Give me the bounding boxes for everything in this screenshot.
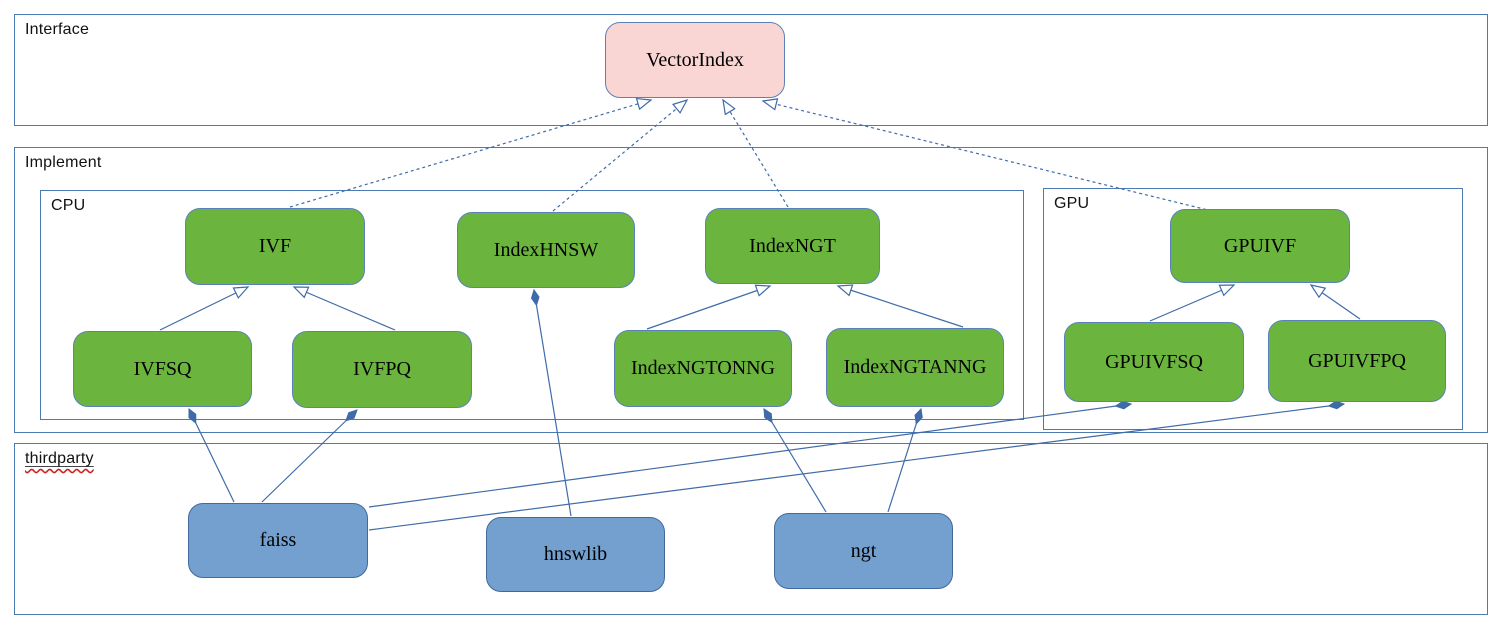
node-faiss[interactable]: faiss xyxy=(188,503,368,578)
node-indexngtonng[interactable]: IndexNGTONNG xyxy=(614,330,792,407)
node-indexngtanng-label: IndexNGTANNG xyxy=(843,356,987,378)
node-indexngt-label: IndexNGT xyxy=(749,234,836,257)
node-indexngtonng-label: IndexNGTONNG xyxy=(630,357,776,379)
node-indexhnsw[interactable]: IndexHNSW xyxy=(457,212,635,288)
spellcheck-underline: thirdparty xyxy=(25,450,94,467)
node-gpuivfpq[interactable]: GPUIVFPQ xyxy=(1268,320,1446,402)
container-cpu-label: CPU xyxy=(51,197,86,214)
node-ivf-label: IVF xyxy=(258,235,292,257)
node-indexngt[interactable]: IndexNGT xyxy=(705,208,880,284)
node-ivfsq-label: IVFSQ xyxy=(133,357,192,380)
node-faiss-label: faiss xyxy=(259,529,297,551)
node-gpuivf-label: GPUIVF xyxy=(1223,234,1297,257)
container-thirdparty-label: thirdparty xyxy=(25,450,94,468)
node-indexhnsw-label: IndexHNSW xyxy=(493,238,599,261)
node-ivfpq[interactable]: IVFPQ xyxy=(292,331,472,408)
node-ivfpq-label: IVFPQ xyxy=(353,358,411,380)
node-vectorindex[interactable]: VectorIndex xyxy=(605,22,785,98)
node-gpuivfsq-label: GPUIVFSQ xyxy=(1105,350,1203,373)
node-hnswlib[interactable]: hnswlib xyxy=(486,517,665,592)
node-hnswlib-label: hnswlib xyxy=(543,543,608,565)
node-indexngtanng[interactable]: IndexNGTANNG xyxy=(826,328,1004,407)
container-implement-label: Implement xyxy=(25,154,102,171)
node-ngt-label: ngt xyxy=(850,539,877,562)
node-ivfsq[interactable]: IVFSQ xyxy=(73,331,252,407)
node-gpuivf[interactable]: GPUIVF xyxy=(1170,209,1350,283)
node-vectorindex-label: VectorIndex xyxy=(646,48,744,71)
container-gpu-label: GPU xyxy=(1054,195,1090,212)
node-gpuivfpq-label: GPUIVFPQ xyxy=(1308,349,1406,372)
node-gpuivfsq[interactable]: GPUIVFSQ xyxy=(1064,322,1244,402)
container-interface-label: Interface xyxy=(25,21,90,38)
node-ngt[interactable]: ngt xyxy=(774,513,953,589)
node-ivf[interactable]: IVF xyxy=(185,208,365,285)
